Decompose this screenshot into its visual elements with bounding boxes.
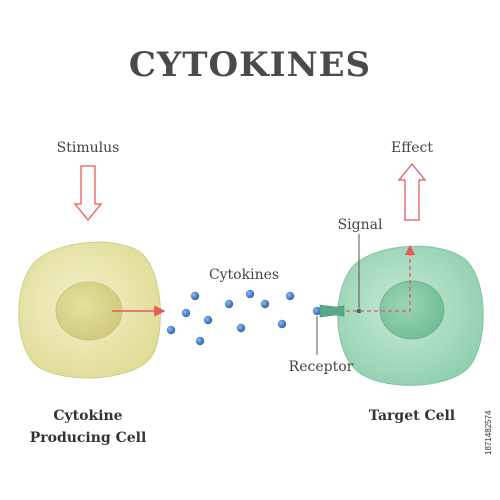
cytokine-dot bbox=[190, 291, 200, 301]
stimulus-label: Stimulus bbox=[57, 140, 120, 156]
receptor-icon bbox=[319, 304, 345, 318]
effect-label: Effect bbox=[391, 140, 433, 156]
producing-cell-caption-line2: Producing Cell bbox=[30, 430, 147, 446]
page-title: CYTOKINES bbox=[129, 45, 371, 85]
cytokine-dot bbox=[195, 336, 205, 346]
cytokine-dot bbox=[166, 325, 176, 335]
cytokine-dot bbox=[277, 319, 287, 329]
cytokine-dot bbox=[236, 323, 246, 333]
effect-arrow-icon bbox=[397, 162, 427, 221]
cytokines-label: Cytokines bbox=[209, 267, 279, 283]
receptor-label: Receptor bbox=[289, 359, 354, 375]
target-cell-nucleus bbox=[379, 280, 445, 340]
signal-dot bbox=[356, 308, 362, 314]
signal-path-arrow bbox=[346, 244, 416, 312]
cytokine-dot bbox=[285, 291, 295, 301]
cytokine-dot bbox=[224, 299, 234, 309]
cytokine-dot bbox=[203, 315, 213, 325]
producing-cell-caption-line1: Cytokine bbox=[53, 408, 122, 424]
cytokine-dot bbox=[181, 308, 191, 318]
target-cell-caption: Target Cell bbox=[369, 408, 455, 424]
cytokine-dot bbox=[260, 299, 270, 309]
cytokine-molecules bbox=[166, 289, 322, 346]
stimulus-arrow-icon bbox=[73, 165, 103, 222]
signal-label: Signal bbox=[338, 217, 383, 233]
cytokine-dot bbox=[245, 289, 255, 299]
image-id-text: 1871482574 bbox=[484, 410, 493, 455]
cytokine-dot bbox=[312, 306, 322, 316]
